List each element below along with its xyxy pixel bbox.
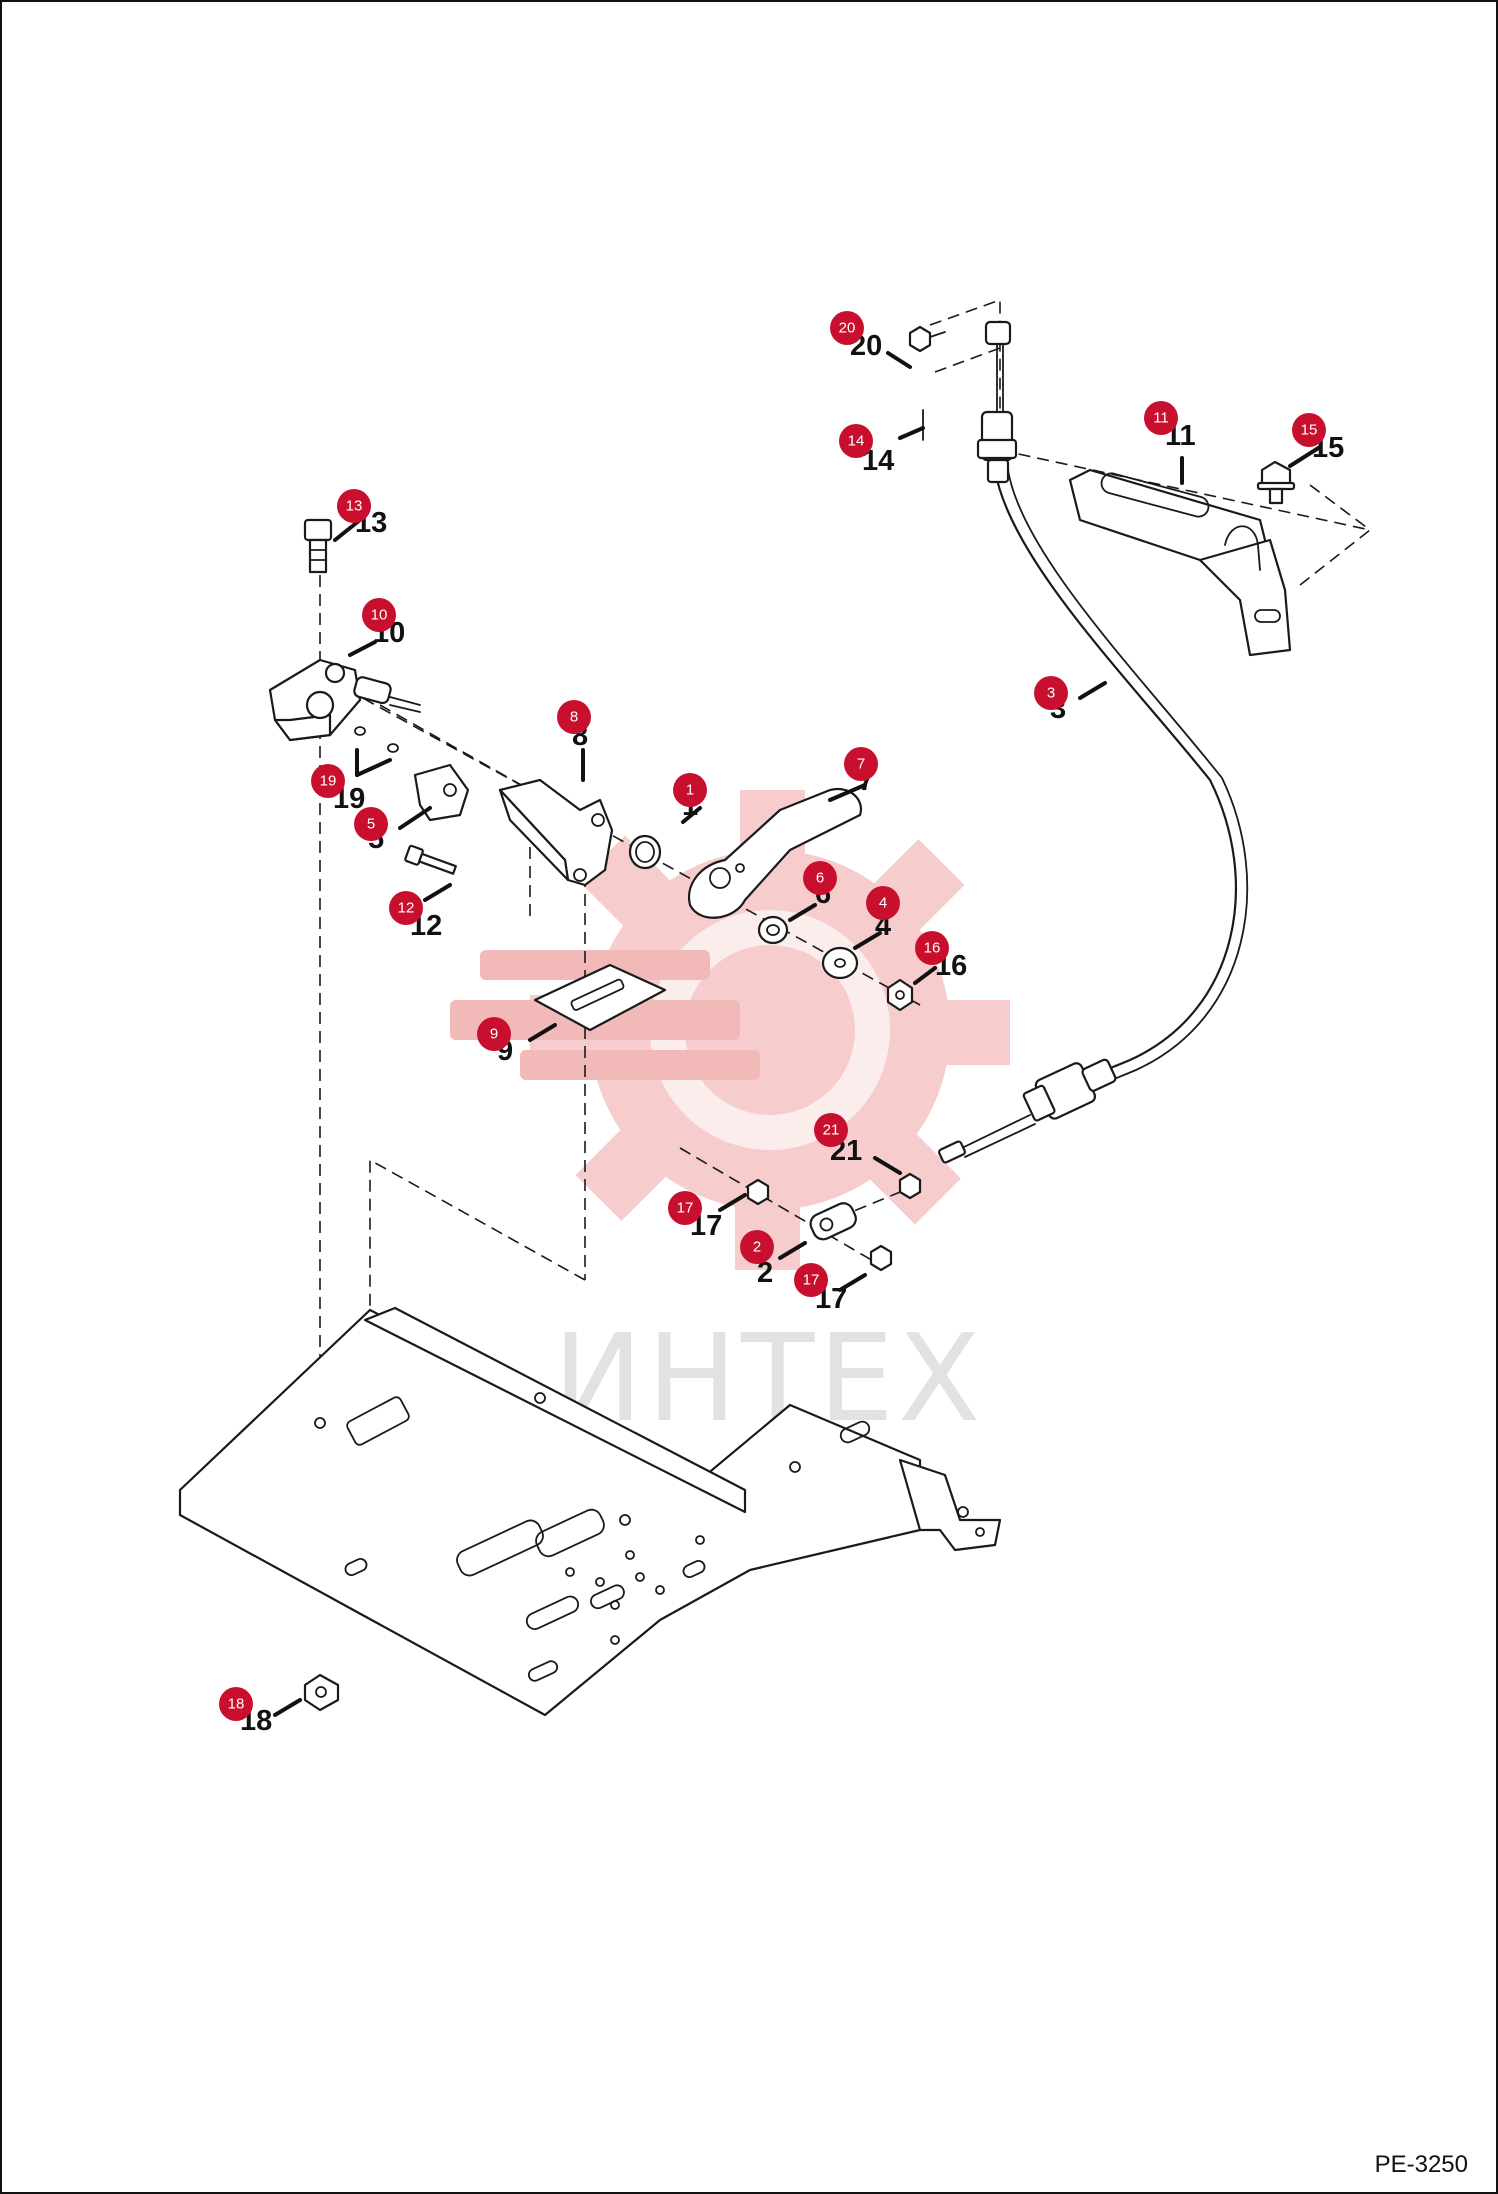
lever-arm (687, 787, 863, 919)
callout-badge-circle[interactable] (673, 773, 707, 807)
wrench-icon (450, 950, 760, 1080)
callout-badge-circle[interactable] (803, 861, 837, 895)
callout-badge-circle[interactable] (830, 311, 864, 345)
callout-badge-label: 17 (677, 1200, 694, 1217)
callout-badge-circle[interactable] (740, 1230, 774, 1264)
control-cable (938, 320, 1249, 1164)
callout-badge-label: 21 (823, 1122, 840, 1139)
pivot-block (268, 658, 421, 742)
callout-badge-11[interactable]: 11 (1144, 401, 1178, 435)
callout-badge-13[interactable]: 13 (337, 489, 371, 523)
callout-badge-circle[interactable] (668, 1191, 702, 1225)
callout-badge-1[interactable]: 1 (673, 773, 707, 807)
callout-badge-circle[interactable] (477, 1017, 511, 1051)
callout-badge-label: 10 (371, 607, 388, 624)
part-number-2: 2 (757, 1257, 773, 1289)
callout-badge-label: 8 (570, 709, 578, 726)
flange-bolt-15 (1256, 460, 1296, 505)
lever-plate (413, 763, 470, 822)
callout-badge-2[interactable]: 2 (740, 1230, 774, 1264)
callout-badge-circle[interactable] (557, 700, 591, 734)
callout-badge-3[interactable]: 3 (1034, 676, 1068, 710)
callout-badge-circle[interactable] (1034, 676, 1068, 710)
base-plate (178, 1306, 1002, 1717)
callout-leaders (273, 351, 1322, 1717)
flange-nut-18 (303, 1673, 340, 1712)
callout-badge-6[interactable]: 6 (803, 861, 837, 895)
callout-badge-15[interactable]: 15 (1292, 413, 1326, 447)
callout-badge-9[interactable]: 9 (477, 1017, 511, 1051)
callout-badge-circle[interactable] (337, 489, 371, 523)
callout-badge-circle[interactable] (839, 424, 873, 458)
callout-badge-circle[interactable] (354, 807, 388, 841)
callout-badge-17[interactable]: 17 (668, 1191, 702, 1225)
callout-badge-circle[interactable] (1292, 413, 1326, 447)
callout-badge-label: 5 (367, 816, 375, 833)
callout-badge-label: 12 (398, 900, 415, 917)
watermark-logo: ИНТЕХ (450, 790, 1010, 1449)
callout-badge-label: 7 (857, 756, 865, 773)
screw-part-12 (404, 844, 457, 875)
assembly-centerlines (319, 298, 1372, 1425)
drawing-code: PE-3250 (1375, 2151, 1468, 2178)
callout-badge-16[interactable]: 16 (915, 931, 949, 965)
callout-badge-label: 2 (753, 1239, 761, 1256)
callout-badge-label: 3 (1047, 685, 1055, 702)
callout-badge-20[interactable]: 20 (830, 311, 864, 345)
cable-bracket (1068, 468, 1292, 657)
callout-badge-label: 20 (839, 320, 856, 337)
callout-badge-12[interactable]: 12 (389, 891, 423, 925)
rubber-pad (533, 963, 667, 1032)
callout-badge-label: 14 (848, 433, 865, 450)
callout-badge-19[interactable]: 19 (311, 764, 345, 798)
lock-nut-16 (886, 978, 914, 1012)
callout-badge-label: 17 (803, 1272, 820, 1289)
callout-badge-label: 13 (346, 498, 363, 515)
lever-housing (498, 778, 614, 887)
callout-badge-circle[interactable] (389, 891, 423, 925)
callout-badge-label: 16 (924, 940, 941, 957)
flat-washer (821, 946, 859, 980)
callout-badge-8[interactable]: 8 (557, 700, 591, 734)
callout-badge-circle[interactable] (311, 764, 345, 798)
callout-badge-label: 11 (1153, 410, 1169, 427)
callout-badge-circle[interactable] (814, 1113, 848, 1147)
callout-badge-label: 15 (1301, 422, 1318, 439)
callout-badge-circle[interactable] (1144, 401, 1178, 435)
callout-badge-7[interactable]: 7 (844, 747, 878, 781)
callout-badge-21[interactable]: 21 (814, 1113, 848, 1147)
callout-badge-circle[interactable] (362, 598, 396, 632)
callout-badge-circle[interactable] (219, 1687, 253, 1721)
callout-badge-10[interactable]: 10 (362, 598, 396, 632)
callout-badge-circle[interactable] (844, 747, 878, 781)
callout-badge-circle[interactable] (866, 886, 900, 920)
callout-badge-label: 19 (320, 773, 337, 790)
callout-badge-label: 4 (879, 895, 887, 912)
callout-badge-4[interactable]: 4 (866, 886, 900, 920)
callout-badge-label: 1 (686, 782, 694, 799)
callout-badge-label: 6 (816, 870, 824, 887)
o-ring (628, 834, 662, 870)
callout-badge-label: 18 (228, 1696, 245, 1713)
small-washers (354, 726, 399, 753)
callout-badge-circle[interactable] (794, 1263, 828, 1297)
spacer-bushing (757, 915, 789, 945)
callout-badge-14[interactable]: 14 (839, 424, 873, 458)
cable-end-fittings (746, 325, 946, 1272)
callout-badge-5[interactable]: 5 (354, 807, 388, 841)
callout-badge-label: 9 (490, 1026, 498, 1043)
callout-badge-circle[interactable] (915, 931, 949, 965)
bolt-part-13 (303, 518, 333, 574)
callout-badge-17[interactable]: 17 (794, 1263, 828, 1297)
callout-badge-18[interactable]: 18 (219, 1687, 253, 1721)
